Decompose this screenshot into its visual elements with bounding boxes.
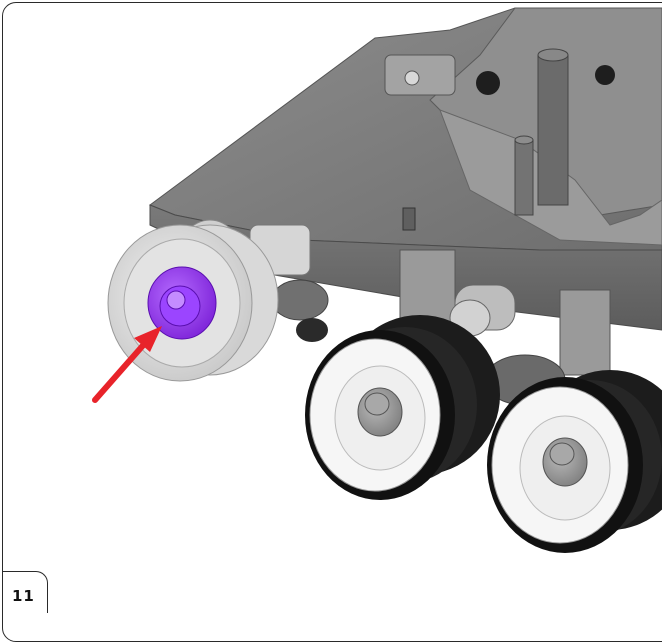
suspension-brackets: [249, 224, 611, 406]
tank-suspension-illustration: [92, 7, 662, 553]
step-number: 11: [12, 587, 35, 605]
red-arrow-icon: [92, 326, 162, 403]
road-wheel-front: [305, 315, 500, 500]
step-number-tab: [2, 571, 48, 613]
highlighted-hub: [147, 266, 217, 340]
road-wheel-rear: [487, 370, 662, 553]
